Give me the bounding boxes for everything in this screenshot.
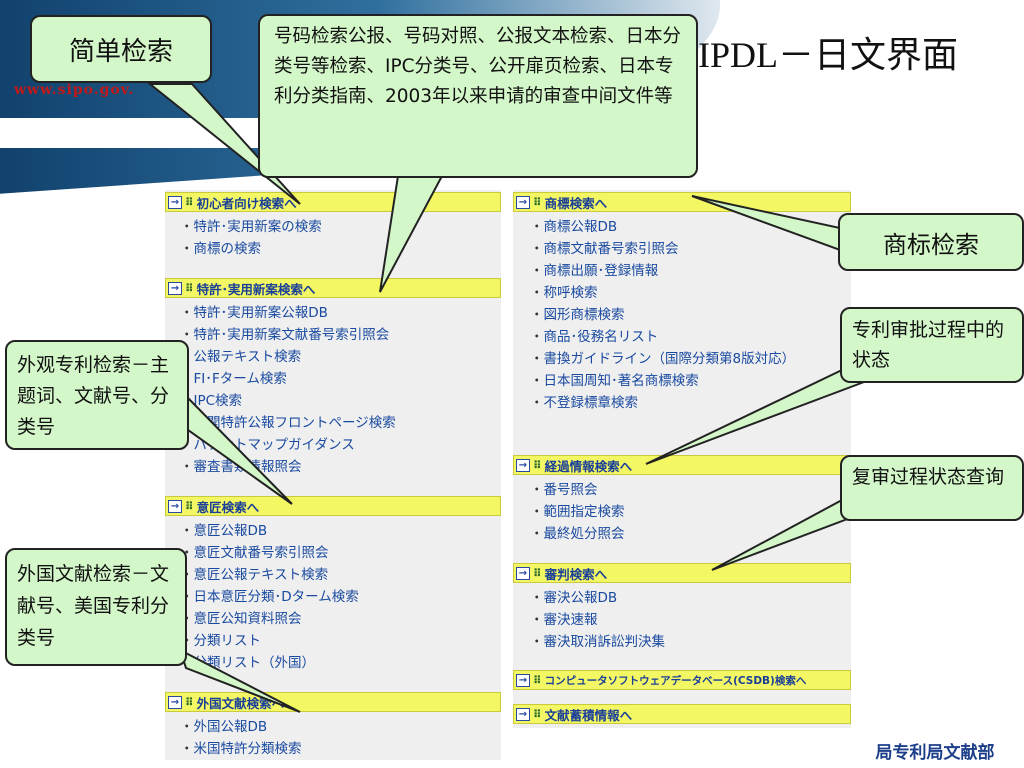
grid-dots-icon: ⠿ bbox=[533, 458, 542, 472]
design-links: 意匠公報DB 意匠文献番号索引照会 意匠公報テキスト検索 日本意匠分類･Dターム… bbox=[180, 520, 359, 674]
section-appeal-search[interactable]: →⠿ 審判検索へ bbox=[513, 563, 851, 583]
pointer-progress-status bbox=[645, 368, 867, 465]
section-title: 初心者向け検索へ bbox=[196, 195, 297, 211]
link-trademark-application-info[interactable]: 商標出願･登録情報 bbox=[530, 260, 820, 282]
beginner-links: 特許･実用新案の検索 商標の検索 bbox=[180, 216, 322, 260]
link-goods-services-list[interactable]: 商品･役務名リスト bbox=[530, 326, 820, 348]
pointer-trademark-search bbox=[691, 195, 841, 252]
callout-simple-search: 简单检索 bbox=[30, 15, 212, 83]
link-number-inquiry[interactable]: 番号照会 bbox=[530, 479, 625, 501]
link-patent-gazette-db[interactable]: 特許･実用新案公報DB bbox=[180, 302, 396, 324]
grid-dots-icon: ⠿ bbox=[533, 195, 542, 209]
grid-dots-icon: ⠿ bbox=[533, 566, 542, 580]
link-unregistrable-mark-search[interactable]: 不登録標章検索 bbox=[530, 392, 820, 414]
arrow-icon: → bbox=[516, 707, 530, 721]
grid-dots-icon: ⠿ bbox=[533, 673, 542, 687]
link-trademark-gazette-db[interactable]: 商標公報DB bbox=[530, 216, 820, 238]
callout-text: 简单检索 bbox=[68, 36, 173, 67]
callout-text: 专利审批过程中的状态 bbox=[852, 319, 1005, 371]
callout-foreign-search: 外国文献检索－文献号、美国专利分类号 bbox=[5, 548, 187, 666]
grid-dots-icon: ⠿ bbox=[533, 707, 542, 721]
link-rewrite-guideline[interactable]: 書換ガイドライン（国際分類第8版対応） bbox=[530, 348, 820, 370]
callout-appeal-status: 复审过程状态查询 bbox=[840, 455, 1024, 521]
section-title: 商標検索へ bbox=[544, 195, 608, 211]
link-front-page-search[interactable]: 公開特許公報フロントページ検索 bbox=[180, 412, 396, 434]
link-class-list[interactable]: 分類リスト bbox=[180, 630, 359, 652]
arrow-icon: → bbox=[168, 695, 182, 709]
link-design-known-material[interactable]: 意匠公知資料照会 bbox=[180, 608, 359, 630]
arrow-icon: → bbox=[516, 673, 530, 687]
appeal-links: 審決公報DB 審決速報 審決取消訴訟判決集 bbox=[530, 587, 666, 653]
link-gazette-text-search[interactable]: 公報テキスト検索 bbox=[180, 346, 396, 368]
foreign-links: 外国公報DB 米国特許分類検索 bbox=[180, 716, 302, 760]
grid-dots-icon: ⠿ bbox=[185, 281, 194, 295]
link-trademark-search[interactable]: 商標の検索 bbox=[180, 238, 322, 260]
link-patent-utility-search[interactable]: 特許･実用新案の検索 bbox=[180, 216, 322, 238]
pointer-patent-search bbox=[379, 175, 444, 293]
link-fi-fterm-search[interactable]: FI･Fターム検索 bbox=[180, 368, 396, 390]
section-foreign-search[interactable]: →⠿ 外国文献検索へ bbox=[165, 692, 501, 712]
section-title: 特許･実用新案検索へ bbox=[196, 281, 316, 297]
link-patent-number-index[interactable]: 特許･実用新案文献番号索引照会 bbox=[180, 324, 396, 346]
callout-patent-search: 号码检索公报、号码对照、公报文本检索、日本分类号等检索、IPC分类号、公开扉页检… bbox=[258, 14, 698, 178]
callout-text: 复审过程状态查询 bbox=[852, 466, 1005, 488]
section-trademark-search[interactable]: →⠿ 商標検索へ bbox=[513, 192, 851, 212]
arrow-icon: → bbox=[168, 281, 182, 295]
section-document-info[interactable]: →⠿ 文献蓄積情報へ bbox=[513, 704, 851, 724]
link-final-disposition[interactable]: 最終処分照会 bbox=[530, 523, 625, 545]
arrow-icon: → bbox=[516, 566, 530, 580]
link-appeal-bulletin[interactable]: 審決速報 bbox=[530, 609, 665, 631]
section-title: 意匠検索へ bbox=[196, 499, 260, 515]
section-title: 経過情報検索へ bbox=[544, 458, 633, 474]
callout-text: 商标检索 bbox=[883, 230, 979, 259]
link-pronunciation-search[interactable]: 称呼検索 bbox=[530, 282, 820, 304]
link-design-class-dterm[interactable]: 日本意匠分類･Dターム検索 bbox=[180, 586, 359, 608]
slide-title: IPDL－日文界面 bbox=[698, 35, 958, 75]
link-us-patent-class-search[interactable]: 米国特許分類検索 bbox=[180, 738, 302, 760]
link-class-list-foreign[interactable]: 分類リスト（外国） bbox=[180, 652, 359, 674]
section-csdb-search[interactable]: →⠿ コンピュータソフトウェアデータベース(CSDB)検索へ bbox=[513, 670, 851, 690]
section-design-search[interactable]: →⠿ 意匠検索へ bbox=[165, 496, 501, 516]
link-figure-trademark-search[interactable]: 図形商標検索 bbox=[530, 304, 820, 326]
link-appeal-gazette-db[interactable]: 審決公報DB bbox=[530, 587, 665, 609]
link-appeal-court-rulings[interactable]: 審決取消訴訟判決集 bbox=[530, 631, 666, 653]
link-trademark-number-index[interactable]: 商標文献番号索引照会 bbox=[530, 238, 820, 260]
grid-dots-icon: ⠿ bbox=[185, 499, 194, 513]
link-design-gazette-db[interactable]: 意匠公報DB bbox=[180, 520, 359, 542]
site-url: www.sipo.gov. bbox=[14, 82, 135, 98]
progress-links: 番号照会 範囲指定検索 最終処分照会 bbox=[530, 479, 625, 545]
link-range-search[interactable]: 範囲指定検索 bbox=[530, 501, 625, 523]
callout-text: 外国文献检索－文献号、美国专利分类号 bbox=[17, 563, 170, 649]
section-title: コンピュータソフトウェアデータベース(CSDB)検索へ bbox=[544, 674, 807, 687]
grid-dots-icon: ⠿ bbox=[185, 695, 194, 709]
arrow-icon: → bbox=[168, 195, 182, 209]
pointer-design-search bbox=[187, 395, 293, 505]
section-title: 外国文献検索へ bbox=[196, 695, 285, 711]
pointer-foreign-search bbox=[178, 647, 301, 713]
section-progress-info[interactable]: →⠿ 経過情報検索へ bbox=[513, 455, 851, 475]
grid-dots-icon: ⠿ bbox=[185, 195, 194, 209]
arrow-icon: → bbox=[168, 499, 182, 513]
callout-design-search: 外观专利检索－主题词、文献号、分类号 bbox=[5, 340, 189, 450]
arrow-icon: → bbox=[516, 458, 530, 472]
callout-trademark-search: 商标检索 bbox=[838, 213, 1024, 271]
section-patent-search[interactable]: →⠿ 特許･実用新案検索へ bbox=[165, 278, 501, 298]
section-title: 審判検索へ bbox=[544, 566, 608, 582]
footer-label: 局专利局文献部 bbox=[846, 738, 1024, 768]
link-design-text-search[interactable]: 意匠公報テキスト検索 bbox=[180, 564, 359, 586]
link-foreign-gazette-db[interactable]: 外国公報DB bbox=[180, 716, 302, 738]
callout-text: 外观专利检索－主题词、文献号、分类号 bbox=[17, 354, 170, 438]
trademark-links: 商標公報DB 商標文献番号索引照会 商標出願･登録情報 称呼検索 図形商標検索 … bbox=[530, 216, 820, 414]
link-design-number-index[interactable]: 意匠文献番号索引照会 bbox=[180, 542, 359, 564]
link-ipc-search[interactable]: IPC検索 bbox=[180, 390, 396, 412]
callout-text: 号码检索公报、号码对照、公报文本检索、日本分类号等检索、IPC分类号、公开扉页检… bbox=[274, 26, 682, 107]
arrow-icon: → bbox=[516, 195, 530, 209]
callout-progress-status: 专利审批过程中的状态 bbox=[840, 307, 1024, 383]
link-famous-trademark-search[interactable]: 日本国周知･著名商標検索 bbox=[530, 370, 820, 392]
section-title: 文献蓄積情報へ bbox=[544, 707, 633, 723]
